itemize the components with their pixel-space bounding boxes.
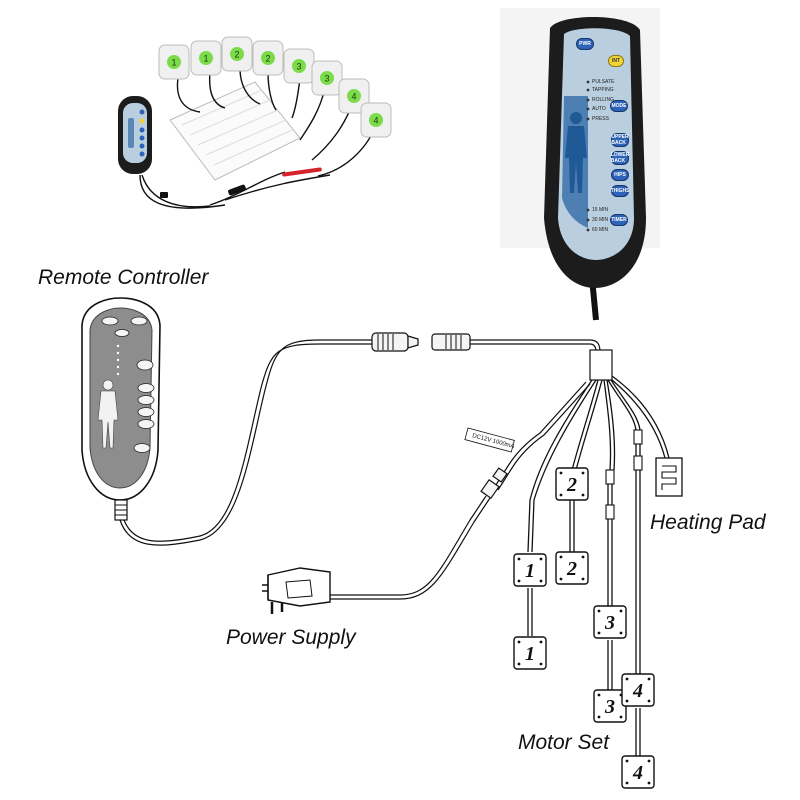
thumbnail-motor-pad: 2 <box>221 36 253 72</box>
remote-controller-label: Remote Controller <box>38 266 209 289</box>
thumbnail-motor-pad: 1 <box>190 40 222 76</box>
thumbnail-red-connector <box>282 167 322 177</box>
pwr-button[interactable]: PWR <box>576 38 594 50</box>
remote-int-button[interactable] <box>130 316 148 326</box>
thumbnail-motor-number: 3 <box>324 74 329 84</box>
motor-number: 3 <box>604 612 615 634</box>
heating-pad-label: Heating Pad <box>650 511 766 534</box>
remote-timer-button[interactable] <box>133 443 151 453</box>
thumbnail-motor-pad: 2 <box>252 40 284 76</box>
thumbnail-motor-number: 3 <box>296 62 301 72</box>
upper-back-button[interactable]: UPPER BACK <box>611 133 629 147</box>
product-photo-thumbnail: 1 1 2 2 3 3 4 4 <box>118 36 392 209</box>
mode-button[interactable]: MODE <box>610 100 628 112</box>
thumbnail-remote <box>118 96 152 174</box>
cable-hub <box>589 349 613 381</box>
motor-4-box: 4 <box>621 673 655 707</box>
mode-auto: AUTO <box>592 106 606 112</box>
power-supply-label: Power Supply <box>226 626 356 649</box>
motor-number: 2 <box>566 474 577 496</box>
thumbnail-connector <box>228 184 246 196</box>
thumbnail-plug <box>160 192 168 198</box>
motor-number: 1 <box>525 560 535 582</box>
thumbnail-motor-pad: 3 <box>311 60 343 96</box>
remote-photo-panel: PWR INT MODE UPPER BACK LOWER BACK HIPS … <box>500 8 660 321</box>
adapter-tag: DC12V 1000mA <box>464 427 515 453</box>
remote-top-button[interactable] <box>114 329 130 337</box>
heating-pad-icon <box>655 457 683 497</box>
mode-press: PRESS <box>592 116 609 122</box>
motor-link-cables <box>527 444 641 758</box>
thumbnail-motor-number: 2 <box>265 54 270 64</box>
timer-60: 60 MIN <box>592 227 609 233</box>
thumbnail-motor-pad: 1 <box>158 44 190 80</box>
int-button[interactable]: INT <box>608 55 624 67</box>
thumbnail-motor-number: 2 <box>234 50 239 60</box>
motor-number: 4 <box>632 762 643 784</box>
cable-connector-male <box>371 332 419 352</box>
thumbnail-motor-number: 4 <box>351 92 356 102</box>
thumbnail-motor-pad: 4 <box>360 102 392 138</box>
remote-controller-illustration <box>81 297 161 521</box>
thumbnail-motor-number: 1 <box>171 58 176 68</box>
remote-lower-back-button[interactable] <box>137 395 155 405</box>
thumbnail-heating-pad <box>169 81 301 181</box>
thumbnail-motor-number: 4 <box>373 116 378 126</box>
thighs-button[interactable]: THIGHS <box>611 185 629 197</box>
motor-2-box: 2 <box>555 467 589 501</box>
power-inline-connector <box>480 467 508 500</box>
remote-upper-back-button[interactable] <box>137 383 155 393</box>
hips-button[interactable]: HIPS <box>611 169 629 181</box>
remote-thighs-button[interactable] <box>137 419 155 429</box>
motor-3-box: 3 <box>593 689 627 723</box>
remote-body-silhouette-icon <box>97 379 119 449</box>
mode-rolling: ROLLING <box>592 97 614 103</box>
motor-1-box: 1 <box>513 553 547 587</box>
motor-4-box: 4 <box>621 755 655 789</box>
motor-number: 1 <box>525 643 535 665</box>
branch-cables <box>527 375 670 553</box>
motor-number: 2 <box>566 558 577 580</box>
mode-pulsate: PULSATE <box>592 79 615 85</box>
motor-3-box: 3 <box>593 605 627 639</box>
remote-hips-button[interactable] <box>137 407 155 417</box>
mode-tapping: TAPPING <box>592 87 614 93</box>
timer-30: 30 MIN <box>592 217 609 223</box>
branch-plugs <box>605 429 643 520</box>
cable-connector-female <box>431 333 471 351</box>
remote-photo <box>544 16 646 321</box>
motor-number: 3 <box>604 696 615 718</box>
timer-button[interactable]: TIMER <box>610 214 628 226</box>
motor-number: 4 <box>632 680 643 702</box>
lower-back-button[interactable]: LOWER BACK <box>610 151 630 165</box>
motor-2-box: 2 <box>555 551 589 585</box>
power-supply-adapter <box>262 567 331 614</box>
timer-15: 15 MIN <box>592 207 609 213</box>
remote-mode-button[interactable] <box>136 359 154 371</box>
thumbnail-motor-pad: 4 <box>338 78 370 114</box>
motor-1-box: 1 <box>513 636 547 670</box>
thumbnail-motor-pads: 1 1 2 2 3 3 4 4 <box>158 36 392 138</box>
motor-set-label: Motor Set <box>518 731 610 754</box>
remote-pwr-button[interactable] <box>101 316 119 326</box>
thumbnail-motor-number: 1 <box>203 54 208 64</box>
thumbnail-motor-pad: 3 <box>283 48 315 84</box>
body-silhouette-icon <box>565 112 587 193</box>
